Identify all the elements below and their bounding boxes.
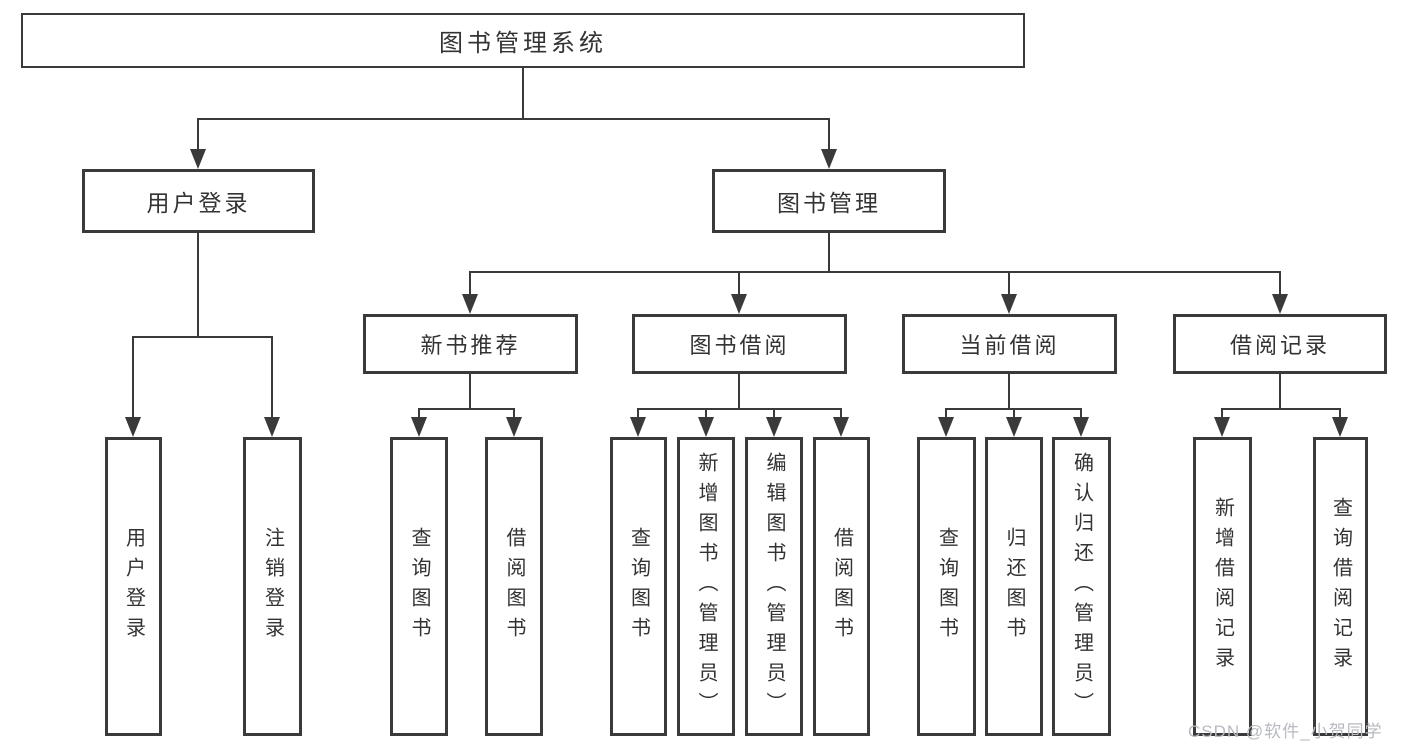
connector-user-login-down: [197, 233, 199, 336]
arrow-down-icon: [125, 417, 141, 437]
connector-newbooks-bar: [418, 408, 515, 410]
arrow-down-icon: [1006, 417, 1022, 437]
arrow-down-icon: [1001, 294, 1017, 314]
connector-current-down: [1008, 374, 1010, 408]
arrow-down-icon: [833, 417, 849, 437]
arrow-down-icon: [821, 149, 837, 169]
connector-root-stem: [522, 68, 524, 119]
leaf-current-confirm-return-admin: 确认归还（管理员）: [1052, 437, 1111, 736]
arrow-down-icon: [264, 417, 280, 437]
node-borrow-records: 借阅记录: [1173, 314, 1387, 374]
connector-records-bar: [1221, 408, 1341, 410]
connector-leaf-stem: [840, 408, 842, 420]
leaf-borrow-borrow-books: 借阅图书: [813, 437, 870, 736]
arrow-down-icon: [462, 294, 478, 314]
connector-leaf-stem: [945, 408, 947, 420]
node-book-management: 图书管理: [712, 169, 946, 233]
connector-newbooks-down: [469, 374, 471, 408]
leaf-borrow-edit-books-admin: 编辑图书（管理员）: [745, 437, 803, 736]
leaf-logout: 注销登录: [243, 437, 302, 736]
leaf-borrow-query-books: 查询图书: [610, 437, 667, 736]
connector-leaf-stem: [1080, 408, 1082, 420]
connector-level2-bar: [197, 118, 830, 120]
arrow-down-icon: [1332, 417, 1348, 437]
connector-user-login-stem: [197, 119, 199, 152]
arrow-down-icon: [698, 417, 714, 437]
arrow-down-icon: [1272, 294, 1288, 314]
connector-leaf-stem: [132, 336, 134, 420]
connector-level3-stem: [1279, 271, 1281, 296]
connector-level3-stem: [1008, 271, 1010, 296]
connector-level3-stem: [738, 271, 740, 296]
connector-user-login-bar: [132, 336, 273, 338]
connector-borrow-down: [738, 374, 740, 408]
arrow-down-icon: [731, 294, 747, 314]
node-new-book-recommend: 新书推荐: [363, 314, 578, 374]
node-book-borrow: 图书借阅: [632, 314, 847, 374]
leaf-user-login: 用户登录: [105, 437, 162, 736]
connector-records-down: [1279, 374, 1281, 408]
arrow-down-icon: [411, 417, 427, 437]
leaf-newbooks-query-books: 查询图书: [390, 437, 448, 736]
connector-leaf-stem: [1221, 408, 1223, 420]
connector-leaf-stem: [418, 408, 420, 420]
leaf-current-query-books: 查询图书: [917, 437, 976, 736]
leaf-current-return-books: 归还图书: [985, 437, 1043, 736]
connector-leaf-stem: [1339, 408, 1341, 420]
connector-level3-bar: [469, 271, 1281, 273]
connector-leaf-stem: [637, 408, 639, 420]
connector-leaf-stem: [513, 408, 515, 420]
arrow-down-icon: [1073, 417, 1089, 437]
connector-level3-stem: [469, 271, 471, 296]
arrow-down-icon: [630, 417, 646, 437]
leaf-borrow-add-books-admin: 新增图书（管理员）: [677, 437, 735, 736]
leaf-records-query-borrow-record: 查询借阅记录: [1313, 437, 1368, 736]
csdn-watermark: CSDN @软件_小贺同学: [1188, 722, 1383, 741]
node-user-login: 用户登录: [82, 169, 315, 233]
node-root-library-management-system: 图书管理系统: [21, 13, 1025, 68]
connector-book-management-stem: [828, 119, 830, 152]
connector-leaf-stem: [705, 408, 707, 420]
connector-leaf-stem: [1013, 408, 1015, 420]
arrow-down-icon: [1214, 417, 1230, 437]
connector-leaf-stem: [773, 408, 775, 420]
leaf-newbooks-borrow-books: 借阅图书: [485, 437, 543, 736]
leaf-records-add-borrow-record: 新增借阅记录: [1193, 437, 1252, 736]
arrow-down-icon: [506, 417, 522, 437]
connector-book-management-down: [828, 233, 830, 271]
arrow-down-icon: [766, 417, 782, 437]
connector-borrow-bar: [637, 408, 842, 410]
arrow-down-icon: [938, 417, 954, 437]
connector-leaf-stem: [271, 336, 273, 420]
node-current-borrow: 当前借阅: [902, 314, 1117, 374]
arrow-down-icon: [190, 149, 206, 169]
